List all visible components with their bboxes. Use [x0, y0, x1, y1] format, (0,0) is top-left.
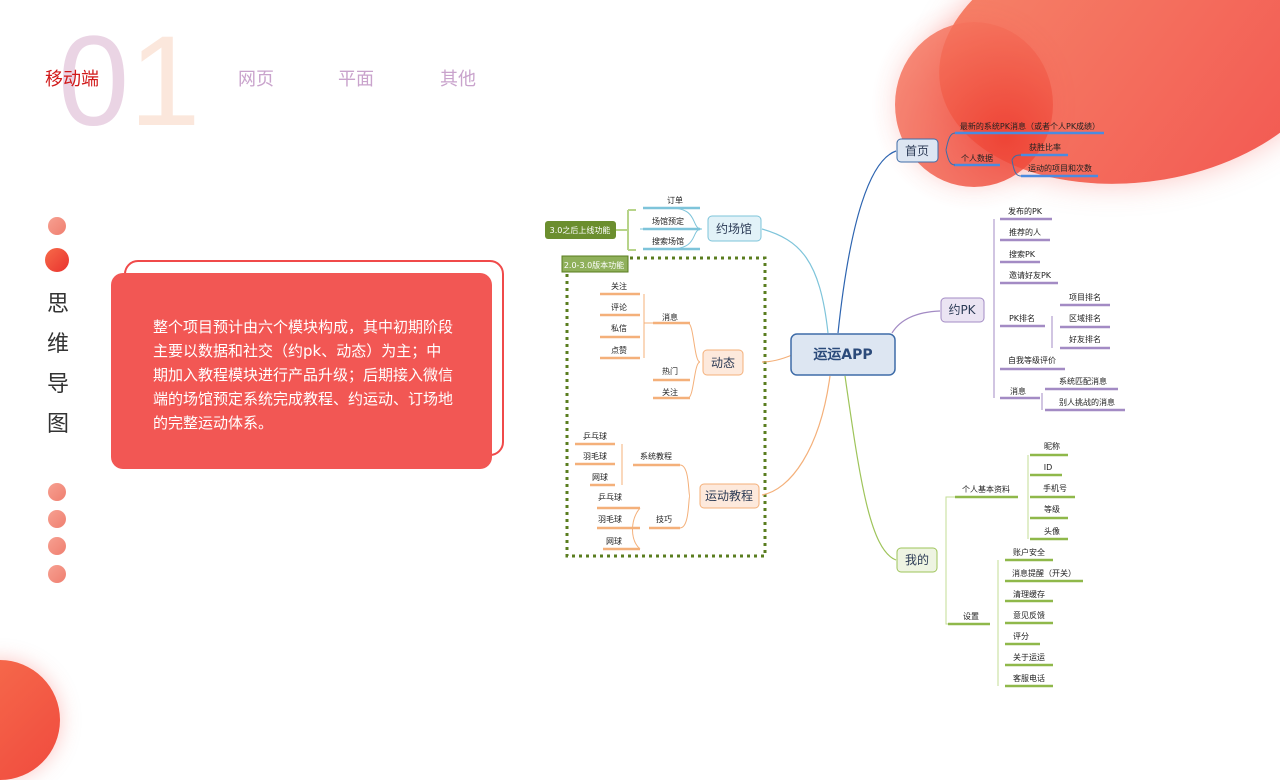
mine-profile-child: 手机号: [1043, 483, 1067, 493]
feed-msg-child: 点赞: [611, 345, 627, 355]
pk-messages-child: 系统匹配消息: [1059, 376, 1107, 386]
home-personal: 个人数据: [961, 153, 993, 163]
mine-node[interactable]: [896, 547, 938, 573]
root-node[interactable]: [790, 333, 896, 376]
venue-child: 订单: [667, 195, 683, 205]
pk-ranking-child: 好友排名: [1069, 334, 1101, 344]
version-group-frame: [565, 256, 767, 558]
venue-node[interactable]: [707, 215, 762, 242]
summary-text: 整个项目预计由六个模块构成，其中初期阶段主要以数据和社交（约pk、动态）为主；中…: [153, 318, 454, 432]
tutorial-skill-child: 乒乓球: [598, 492, 622, 502]
section-number: 01: [58, 18, 200, 146]
mine-settings-child: 消息提醒（开关）: [1012, 568, 1076, 578]
mine-profile: 个人基本资料: [962, 484, 1010, 494]
title-char: 思: [46, 292, 69, 317]
mine-profile-child: 头像: [1044, 526, 1060, 536]
home-latest: 最新的系统PK消息（或者个人PK成绩）: [960, 121, 1100, 131]
tutorial-sys-child: 乒乓球: [583, 431, 607, 441]
tutorial-node[interactable]: [699, 483, 760, 509]
mine-node-label: 我的: [905, 552, 929, 567]
tag-20: [561, 255, 629, 273]
section-number-digit: 1: [129, 10, 201, 153]
feed-node[interactable]: [702, 349, 744, 376]
tutorial-sys-child: 羽毛球: [583, 451, 607, 461]
pk-item: 推荐的人: [1009, 227, 1041, 237]
mine-settings: 设置: [963, 611, 979, 621]
venue-child: 场馆预定: [652, 216, 684, 226]
tutorial-skill-child: 网球: [606, 536, 622, 546]
pk-item: 邀请好友PK: [1009, 270, 1052, 280]
tag-30: [545, 221, 616, 239]
summary-card: 整个项目预计由六个模块构成，其中初期阶段主要以数据和社交（约pk、动态）为主；中…: [111, 273, 492, 469]
tag-30-label: 3.0之后上线功能: [550, 225, 611, 235]
pk-messages-child: 别人挑战的消息: [1059, 397, 1115, 407]
nav-tab-web[interactable]: 网页: [238, 69, 274, 90]
mine-settings-child: 关于运运: [1013, 652, 1045, 662]
nav-tab-other[interactable]: 其他: [440, 69, 476, 90]
home-node-label: 首页: [905, 144, 929, 158]
mine-settings-child: 评分: [1013, 632, 1029, 641]
slide-dot[interactable]: [48, 483, 66, 501]
section-number-digit: 0: [58, 10, 130, 153]
mine-profile-child: 等级: [1044, 504, 1060, 514]
mine-settings-child: 客服电话: [1013, 673, 1045, 683]
feed-msg-child: 关注: [611, 281, 627, 291]
nav-tab-mobile[interactable]: 移动端: [45, 69, 99, 90]
title-char: 维: [46, 332, 69, 357]
tutorial-skills: 技巧: [656, 514, 672, 524]
mine-profile-child: 昵称: [1044, 441, 1060, 451]
slide-dot[interactable]: [48, 510, 66, 528]
tag-20-label: 2.0-3.0版本功能: [564, 260, 624, 270]
venue-child: 搜索场馆: [652, 236, 684, 246]
nav-tab-graphic[interactable]: 平面: [338, 69, 374, 90]
feed-follow: 关注: [662, 387, 678, 397]
venue-node-label: 约场馆: [716, 221, 752, 236]
root-node-label: 运运APP: [813, 347, 872, 363]
tutorial-sys-child: 网球: [592, 472, 608, 482]
pk-self-eval: 自我等级评价: [1008, 355, 1056, 365]
tutorial-system: 系统教程: [640, 451, 672, 461]
home-personal-child: 获胜比率: [1029, 142, 1061, 152]
feed-message: 消息: [662, 312, 678, 322]
pk-ranking-child: 项目排名: [1069, 292, 1101, 302]
mind-map: 3.0之后上线功能 2.0-3.0版本功能 运运APP 约场馆 订单 场馆预定 …: [545, 121, 1125, 688]
feed-msg-child: 评论: [611, 302, 627, 312]
mine-profile-child: ID: [1044, 463, 1053, 472]
home-personal-child: 运动的项目和次数: [1028, 163, 1092, 173]
pk-item: 发布的PK: [1008, 206, 1043, 216]
pk-node-label: 约PK: [948, 302, 976, 317]
home-node[interactable]: [896, 138, 939, 163]
title-char: 图: [46, 412, 69, 437]
slide-dot[interactable]: [48, 217, 66, 235]
mine-settings-child: 账户安全: [1013, 547, 1045, 557]
pk-messages: 消息: [1010, 386, 1026, 396]
tutorial-skill-child: 羽毛球: [598, 514, 622, 524]
feed-node-label: 动态: [711, 356, 735, 370]
slide-dot[interactable]: [48, 565, 66, 583]
pk-item: 搜索PK: [1009, 249, 1036, 259]
title-char: 导: [46, 372, 69, 397]
mine-settings-child: 意见反馈: [1013, 610, 1045, 620]
pk-ranking-child: 区域排名: [1069, 313, 1101, 323]
feed-msg-child: 私信: [611, 323, 627, 333]
vertical-title: 思 维 导 图: [45, 285, 71, 445]
feed-hot: 热门: [662, 366, 678, 376]
tutorial-node-label: 运动教程: [705, 488, 753, 503]
pk-ranking: PK排名: [1009, 313, 1035, 323]
pk-node[interactable]: [940, 297, 985, 323]
slide-dot-active[interactable]: [45, 248, 69, 272]
slide-dot[interactable]: [48, 537, 66, 555]
mine-settings-child: 清理缓存: [1013, 589, 1045, 599]
